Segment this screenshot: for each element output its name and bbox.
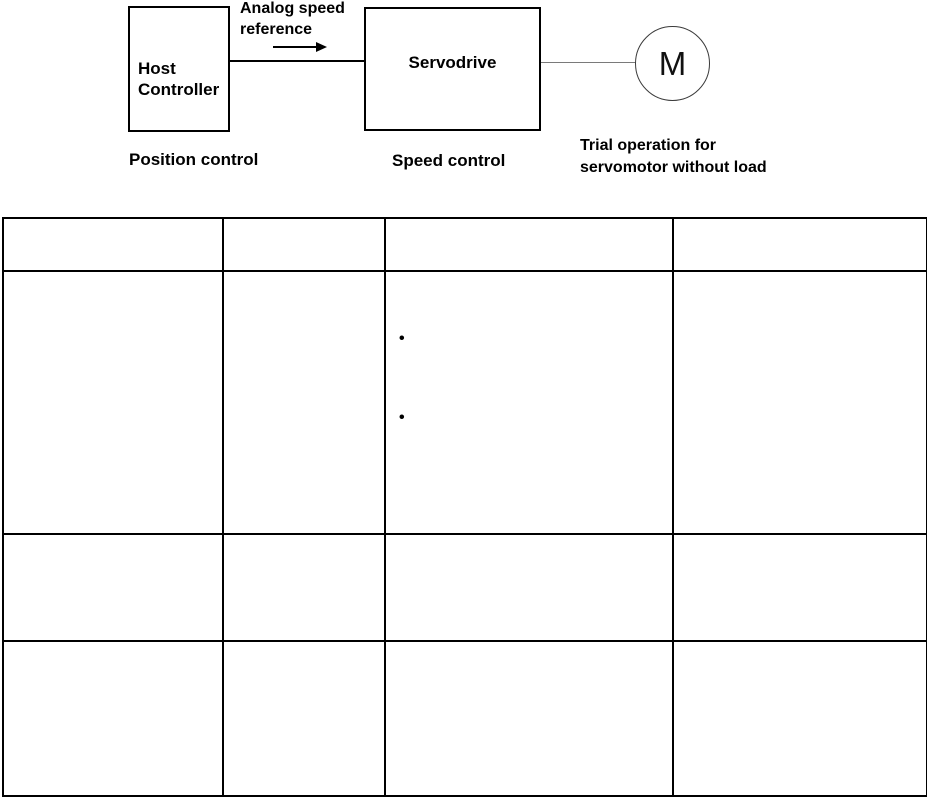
position-control-caption: Position control [129, 150, 259, 169]
host-controller-box: Host Controller [128, 6, 230, 132]
host-controller-label: Host Controller [138, 59, 220, 99]
table-cell [2, 270, 224, 535]
table-cell [222, 270, 386, 535]
right-arrow-head-icon [316, 42, 327, 52]
table-cell [222, 640, 386, 797]
table-cell [384, 640, 674, 797]
servodrive-box: Servodrive [364, 7, 541, 131]
table-row [2, 640, 927, 797]
analog-speed-reference-label: Analog speed reference [240, 0, 345, 38]
header-cell [2, 217, 224, 272]
table-cell [672, 640, 927, 797]
servodrive-to-motor-shaft-line [541, 62, 636, 63]
table-cell-with-bullets: • • [384, 270, 674, 535]
servodrive-label: Servodrive [408, 53, 497, 72]
table-cell [672, 270, 927, 535]
speed-control-caption: Speed control [392, 151, 506, 170]
table-cell [2, 640, 224, 797]
trial-operation-caption: Trial operation for servomotor without l… [580, 137, 767, 176]
header-cell [672, 217, 927, 272]
table-row: • • [2, 270, 927, 535]
header-cell [384, 217, 674, 272]
table-row [2, 533, 927, 642]
table-header-row [2, 217, 927, 272]
host-to-servodrive-line [230, 60, 364, 62]
table-cell [672, 533, 927, 642]
table-cell [222, 533, 386, 642]
trial-operation-table: • • [2, 217, 927, 797]
servomotor-circle: M [635, 26, 710, 101]
right-arrow-line [273, 46, 317, 48]
header-cell [222, 217, 386, 272]
bullet-icon: • [399, 330, 405, 347]
table-cell [2, 533, 224, 642]
bullet-icon: • [399, 409, 405, 426]
table-cell [384, 533, 674, 642]
motor-m-label: M [658, 44, 687, 82]
